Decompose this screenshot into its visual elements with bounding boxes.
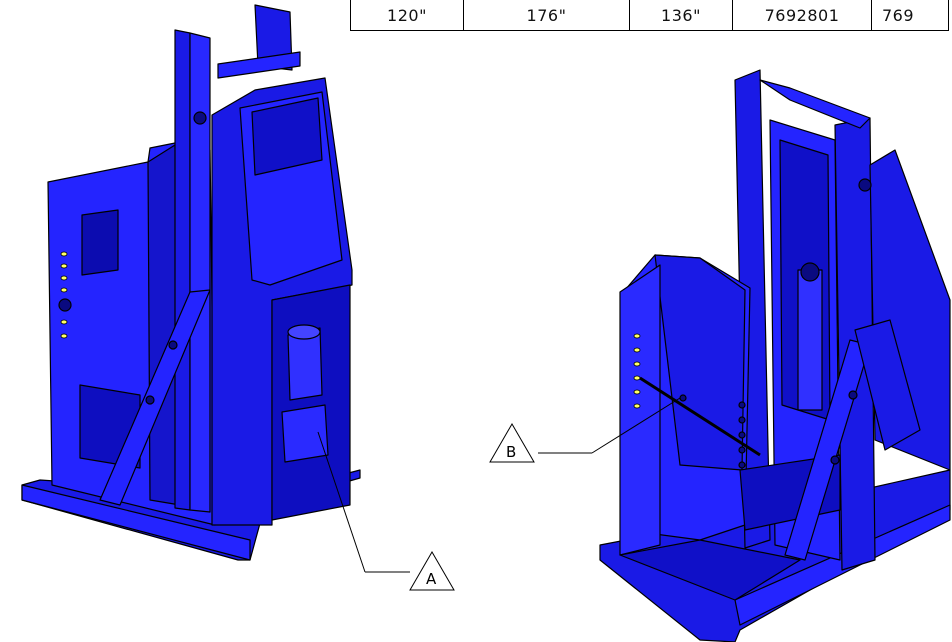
left-motor-bay [271,284,351,521]
callout-b-label: B [506,443,516,461]
left-side-holes [60,251,68,339]
spec-table-row: 120" 176" 136" 7692801 769 [350,0,949,31]
right-rod [639,376,761,457]
right-bin-floor [619,539,801,601]
left-lift-machine [21,4,361,561]
spec-cell-4: 7692801 [732,0,872,31]
right-top-crossbar [759,79,871,129]
right-cylinder-top [800,262,820,282]
right-side-holes [633,333,641,409]
left-base-front [21,484,251,561]
left-column-rail [254,4,293,71]
left-housing-window [81,209,119,276]
left-motor-cap [287,324,321,340]
spec-cell-2: 176" [463,0,630,31]
left-pump-block [281,404,329,463]
left-bolt-4 [58,298,72,312]
right-bin-front [619,264,661,556]
right-front-holes [738,401,746,469]
right-brace-plate [854,319,921,451]
spec-cell-3: 136" [629,0,733,31]
right-bin-back [654,254,746,471]
spec-cell-1: 120" [350,0,464,31]
right-bolt-4 [679,394,687,402]
left-chute-inner [251,97,323,176]
left-bolt-3 [193,111,207,125]
left-column-side [189,32,211,513]
spec-cell-5: 769 [871,0,949,31]
left-bolt-1 [168,340,178,350]
right-lift-machine [599,69,951,642]
left-bolt-2 [145,395,155,405]
callout-a-label: A [426,570,437,588]
right-bolt-2 [848,390,858,400]
callout-a [317,431,455,591]
spec-table: 120" 176" 136" 7692801 769 [350,0,949,31]
left-top-bar [217,51,301,79]
callout-b [489,397,681,463]
right-bolt-1 [858,178,872,192]
left-brace [99,289,211,506]
left-column-front [174,29,191,511]
right-cylinder [797,269,823,411]
right-bolt-3 [830,455,840,465]
